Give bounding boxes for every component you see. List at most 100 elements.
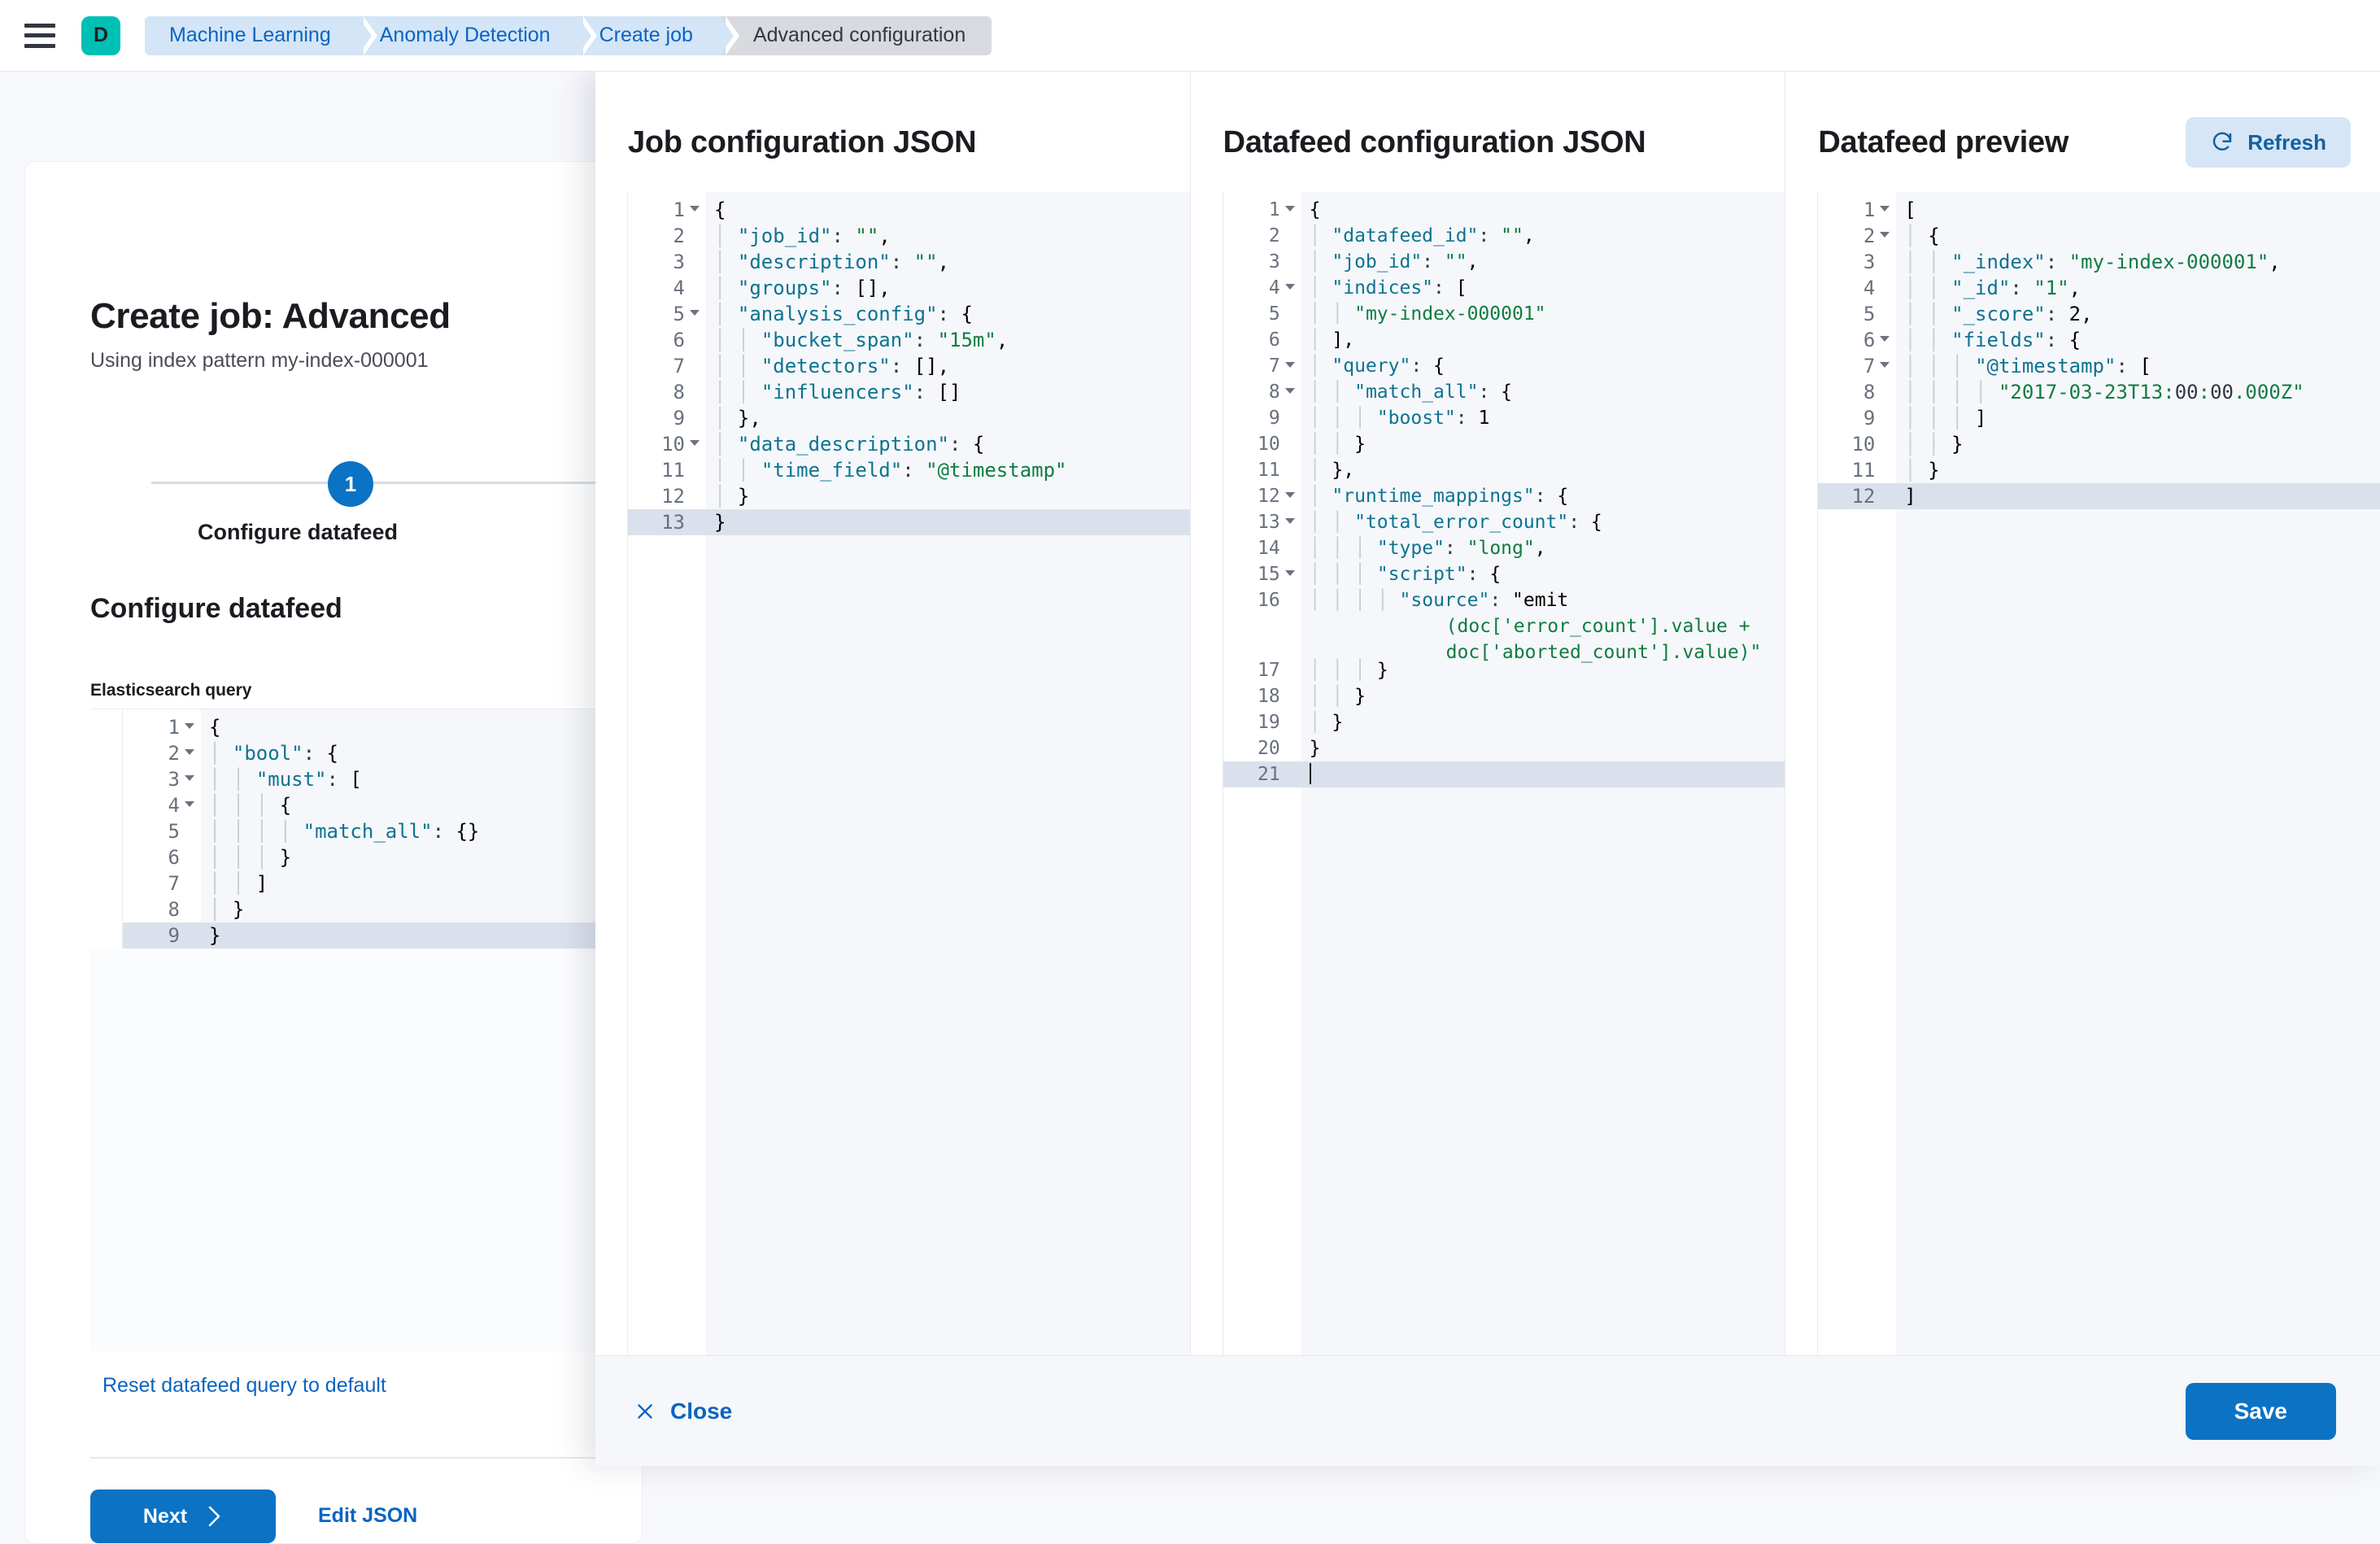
fold-arrow-icon[interactable] (1284, 570, 1295, 576)
breadcrumb-item-create-job[interactable]: Create job (578, 15, 740, 55)
edit-json-link[interactable]: Edit JSON (318, 1504, 418, 1527)
editor-code-line: │ "groups": [], (714, 277, 891, 299)
panel-title-datafeed-preview: Datafeed preview (1818, 124, 2069, 159)
editor-code-line: │ │ │ "@timestamp": [ (1904, 355, 2151, 377)
fold-arrow-icon[interactable] (185, 801, 194, 807)
editor-line-number: 2 (1818, 223, 1896, 249)
editor-code-line: │ "runtime_mappings": { (1309, 486, 1569, 507)
editor-code-line: │ }, (714, 407, 761, 430)
editor-code-line: │ │ "must": [ (209, 768, 362, 791)
editor-code-line: │ │ │ │ "source": "emit(doc['error_count… (1309, 590, 1762, 663)
editor-code-line: │ │ │ "boost": 1 (1309, 408, 1490, 429)
close-button-label: Close (670, 1398, 733, 1424)
editor-line-number: 9 (1268, 408, 1280, 429)
editor-line-number: 21 (1223, 761, 1301, 787)
editor-code-area[interactable]: {│ "datafeed_id": "",│ "job_id": "",│ "i… (1301, 192, 1785, 1355)
editor-line-number: 7 (1223, 353, 1301, 379)
fold-arrow-icon[interactable] (1284, 492, 1295, 498)
refresh-button-label: Refresh (2247, 129, 2327, 155)
editor-line-number: 3 (123, 766, 201, 792)
editor-code-area[interactable]: [│ {│ │ "_index": "my-index-000001",│ │ … (1896, 192, 2380, 1355)
editor-line-number: 6 (1268, 329, 1280, 351)
save-button[interactable]: Save (2185, 1382, 2336, 1440)
editor-code-line: │ │ } (1309, 434, 1366, 455)
fold-arrow-icon[interactable] (1284, 362, 1295, 368)
editor-code-line: │ } (714, 485, 750, 508)
editor-line-number: 5 (168, 820, 180, 843)
fold-arrow-icon[interactable] (690, 310, 700, 316)
editor-line-number: 5 (1268, 303, 1280, 325)
editor-line-number: 5 (1863, 303, 1876, 325)
refresh-button[interactable]: Refresh (2186, 117, 2352, 168)
fold-arrow-icon[interactable] (1880, 232, 1890, 238)
editor-line-number: 17 (1257, 660, 1280, 681)
stepper-step-1[interactable]: 1 (328, 461, 373, 507)
editor-code-line: │ } (1904, 459, 1940, 482)
editor-line-number: 12 (1818, 483, 1897, 509)
editor-code-line: │ │ │ { (209, 794, 292, 817)
breadcrumb-item-anomaly-detection[interactable]: Anomaly Detection (358, 15, 597, 55)
editor-code-line: │ "indices": [ (1309, 277, 1467, 299)
panel-header: Datafeed preview Refresh (1785, 114, 2380, 171)
panel-title-datafeed-configuration: Datafeed configuration JSON (1223, 124, 1646, 159)
editor-code-line: │ "data_description": { (714, 433, 985, 456)
editor-code-line: │ "datafeed_id": "", (1309, 225, 1535, 246)
fold-arrow-icon[interactable] (690, 206, 700, 212)
fold-arrow-icon[interactable] (1284, 206, 1295, 212)
editor-code-line: │ { (1904, 225, 1940, 247)
editor-code-line: │ │ "match_all": { (1309, 382, 1512, 403)
editor-code-line: { (1309, 199, 1321, 220)
editor-code-area[interactable]: {│ "job_id": "",│ "description": "",│ "g… (706, 192, 1190, 1355)
editor-line-number: 1 (1818, 197, 1896, 223)
fold-arrow-icon[interactable] (1284, 284, 1295, 290)
editor-left-margin (90, 709, 123, 949)
editor-code-line: │ "job_id": "", (714, 225, 891, 247)
page-title: Create job: Advanced (90, 296, 451, 336)
editor-line-number: 9 (1863, 407, 1876, 430)
editor-line-number: 11 (661, 459, 685, 482)
editor-code-line: │ │ ] (209, 872, 268, 895)
fold-arrow-icon[interactable] (1284, 388, 1295, 394)
fold-arrow-icon[interactable] (185, 775, 194, 781)
fold-arrow-icon[interactable] (185, 749, 194, 755)
editor-code-line: │ │ "fields": { (1904, 329, 2081, 351)
reset-datafeed-query-link[interactable]: Reset datafeed query to default (102, 1374, 386, 1397)
editor-code-line: │ │ "total_error_count": { (1309, 512, 1602, 533)
refresh-icon (2212, 132, 2232, 150)
page-subtitle: Using index pattern my-index-000001 (90, 349, 429, 372)
fold-arrow-icon[interactable] (185, 723, 194, 729)
fold-arrow-icon[interactable] (1880, 336, 1890, 342)
editor-line-number: 7 (1818, 353, 1896, 379)
editor-code-line: │ │ │ │ "2017-03-23T13:00:00.000Z" (1904, 381, 2304, 403)
fold-arrow-icon[interactable] (1284, 518, 1295, 524)
editor-code-line: } (1309, 738, 1321, 759)
panel-title-job-configuration: Job configuration JSON (628, 124, 977, 159)
hamburger-menu-icon[interactable] (24, 23, 55, 48)
top-chrome-bar: D Machine Learning Anomaly Detection Cre… (0, 0, 2380, 72)
editor-left-margin (1785, 192, 1819, 1355)
editor-code-area[interactable]: {│ "bool": {│ │ "must": [│ │ │ {│ │ │ │ … (201, 709, 642, 949)
close-button[interactable]: Close (634, 1398, 732, 1424)
breadcrumb-item-machine-learning[interactable]: Machine Learning (145, 15, 377, 55)
editor-code-line: │ │ │ } (209, 846, 292, 869)
editor-code-line: [ (1904, 198, 1916, 221)
fold-arrow-icon[interactable] (690, 440, 700, 446)
editor-line-number: 19 (1257, 712, 1280, 733)
fold-arrow-icon[interactable] (1880, 206, 1890, 212)
editor-line-number: 12 (1223, 483, 1301, 509)
section-heading: Configure datafeed (90, 593, 342, 624)
fold-arrow-icon[interactable] (1880, 362, 1890, 368)
space-avatar[interactable]: D (81, 15, 120, 55)
next-button[interactable]: Next (90, 1489, 276, 1543)
